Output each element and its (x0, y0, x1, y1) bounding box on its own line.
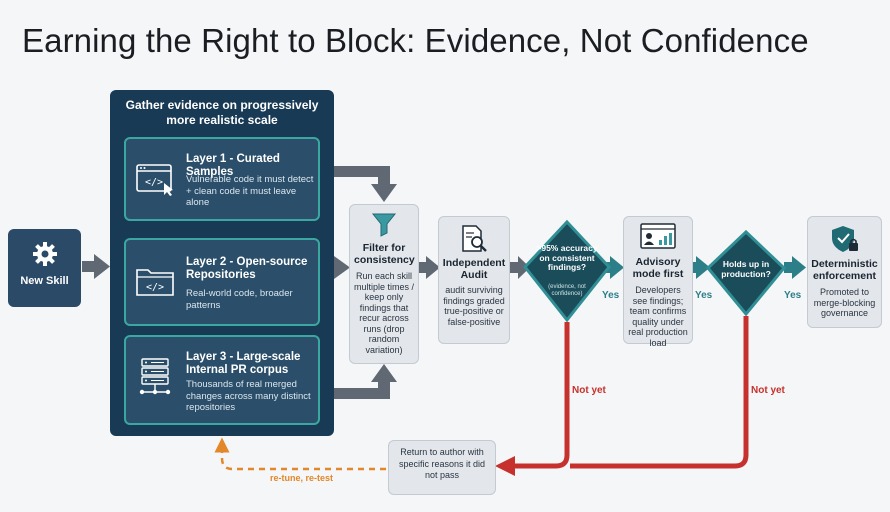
code-folder-icon: </> (136, 269, 174, 296)
advisory-title: Advisory mode first (632, 256, 684, 280)
retest-label: re-tune, re-test (270, 473, 334, 483)
shield-lock-icon (831, 226, 858, 252)
audit-title: Independent Audit (442, 257, 506, 281)
svg-text:</>: </> (146, 282, 164, 293)
return-to-author-box: Return to author with specific reasons i… (388, 440, 496, 495)
arrow-layer1-to-filter (322, 166, 397, 202)
decision1-diamond (523, 219, 611, 323)
dashboard-user-icon (640, 223, 676, 249)
decision1-question: >95% accuracy on consistent findings? (536, 243, 598, 272)
audit-desc: audit surviving findings graded true-pos… (443, 285, 505, 327)
advisory-card: Advisory mode first Developers see findi… (623, 216, 693, 348)
gear-icon (33, 242, 57, 266)
enforce-yes-label: Yes (784, 290, 802, 301)
enforcement-title: Deterministic enforcement (811, 258, 878, 282)
arrow-decision2-to-enforcement (784, 256, 806, 279)
filter-card: Filter for consistency Run each skill mu… (349, 204, 419, 364)
advisory-desc: Developers see findings; team confirms q… (628, 285, 688, 348)
enforcement-card: Deterministic enforcement Promoted to me… (807, 216, 882, 328)
code-window-icon: </> (136, 164, 173, 196)
return-to-author-text: Return to author with specific reasons i… (398, 447, 486, 480)
svg-text:</>: </> (145, 177, 163, 188)
decision2-yes-label: Yes (695, 290, 713, 301)
server-network-icon (139, 358, 171, 395)
funnel-icon (371, 213, 397, 237)
retest-dashed-path (214, 437, 386, 471)
layer-1-card: </> Layer 1 - Curated Samples Vulnerable… (124, 137, 320, 221)
layer-1-desc: Vulnerable code it must detect + clean c… (186, 174, 314, 208)
layer-1-title: Layer 1 - Curated Samples (186, 153, 280, 178)
notyet-path-decision1 (495, 322, 570, 476)
page-title: Earning the Right to Block: Evidence, No… (22, 22, 809, 59)
new-skill-label: New Skill (20, 275, 69, 287)
document-search-icon (462, 225, 487, 252)
arrow-filter-to-audit (418, 256, 440, 279)
layer-3-title: Layer 3 - Large-scale Internal PR corpus (186, 351, 301, 376)
layer-2-card: </> Layer 2 - Open-source Repositories R… (124, 238, 320, 326)
decision2-diamond (705, 229, 787, 317)
arrow-advisory-to-decision2 (692, 256, 710, 279)
layer-3-card: Layer 3 - Large-scale Internal PR corpus… (124, 335, 320, 425)
arrow-newskill-to-panel (82, 254, 110, 279)
decision2-notyet-label: Not yet (751, 385, 785, 396)
audit-card: Independent Audit audit surviving findin… (438, 216, 510, 344)
decision1-notyet-label: Not yet (572, 385, 606, 396)
layer-2-title: Layer 2 - Open-source Repositories (186, 256, 308, 281)
filter-desc: Run each skill multiple times / keep onl… (353, 271, 415, 355)
layer-3-desc: Thousands of real merged changes across … (186, 379, 311, 413)
arrow-layer3-to-filter (322, 364, 397, 399)
decision1-yes-label: Yes (602, 290, 620, 301)
evidence-panel: Gather evidence on progressively more re… (110, 90, 334, 436)
decision1-subtext: (evidence, not confidence) (548, 284, 586, 297)
layer-2-desc: Real-world code, broader patterns (186, 288, 293, 311)
filter-title: Filter for consistency (354, 242, 415, 266)
new-skill-box: New Skill (8, 229, 81, 307)
enforcement-desc: Promoted to merge-blocking governance (813, 287, 876, 318)
panel-title: Gather evidence on progressively more re… (125, 98, 319, 127)
notyet-path-decision2 (570, 316, 749, 469)
decision2-question: Holds up in production? (721, 259, 771, 279)
